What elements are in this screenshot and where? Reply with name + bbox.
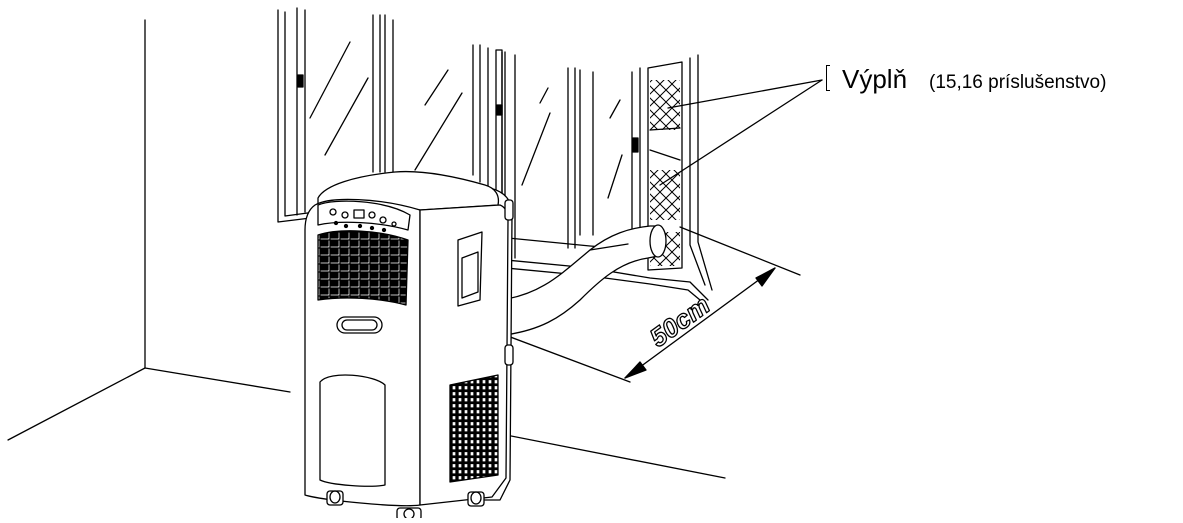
callout-label-main: Výplň	[842, 64, 908, 94]
window-filler-panel	[647, 61, 683, 271]
callout-leader-lines	[659, 79, 823, 186]
exhaust-hose	[499, 224, 667, 336]
dimension-lines	[504, 226, 801, 383]
dimension-label: 50cm	[644, 289, 715, 352]
room-walls	[7, 19, 726, 479]
window	[277, 7, 713, 301]
air-conditioner-unit	[304, 170, 514, 521]
callout-bracket	[826, 65, 830, 91]
callout-label-sub: (15,16 príslušenstvo)	[929, 72, 1107, 93]
